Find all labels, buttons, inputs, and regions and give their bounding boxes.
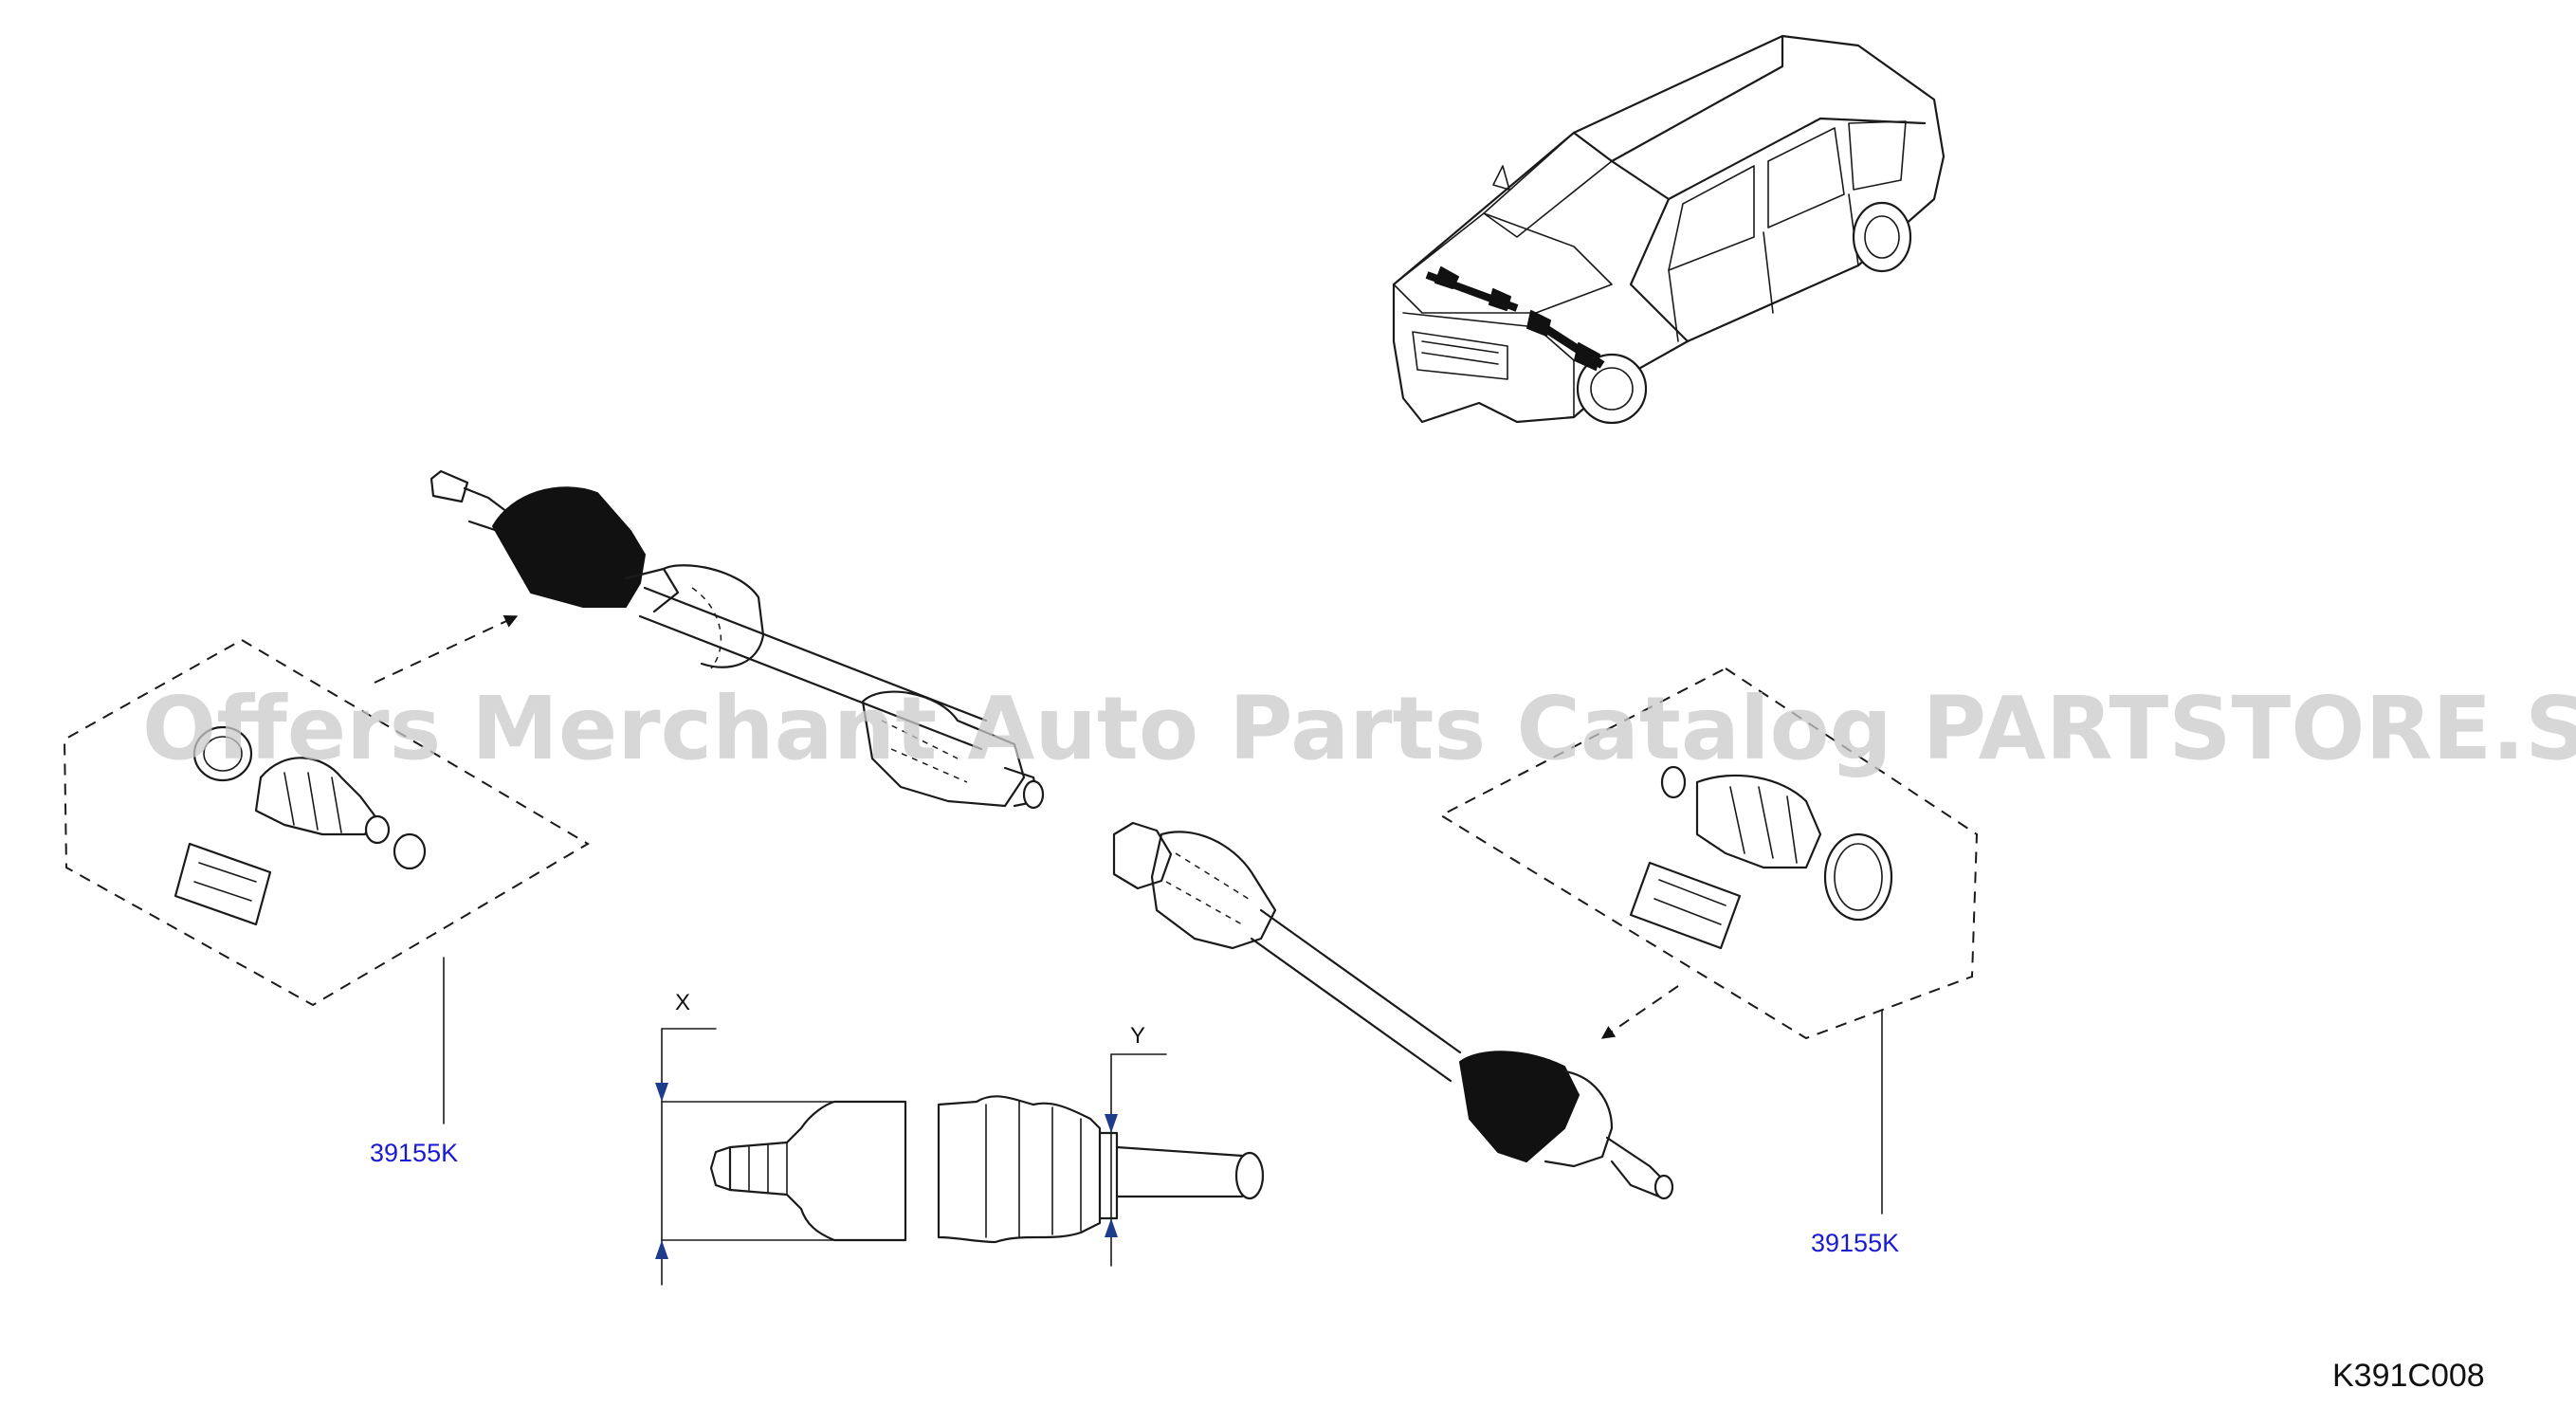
callout-left-kit[interactable]: 39155K [370, 1139, 458, 1167]
left-kit-parts [174, 725, 427, 926]
right-drive-shaft [1112, 821, 1674, 1200]
car-illustration [1392, 34, 1946, 425]
label-y: Y [1130, 1023, 1145, 1049]
watermark: Offers Merchant Auto Parts Catalog PARTS… [142, 678, 2576, 779]
left-kit-outline [63, 638, 590, 1007]
callout-right-kit[interactable]: 39155K [1811, 1229, 1899, 1257]
detail-view: X Y [655, 990, 1265, 1286]
right-kit-parts [1629, 765, 1893, 950]
left-drive-shaft [429, 469, 1045, 810]
right-kit-outline [1438, 667, 1979, 1040]
diagram-code: K391C008 [2332, 1358, 2485, 1394]
label-x: X [675, 990, 690, 1015]
